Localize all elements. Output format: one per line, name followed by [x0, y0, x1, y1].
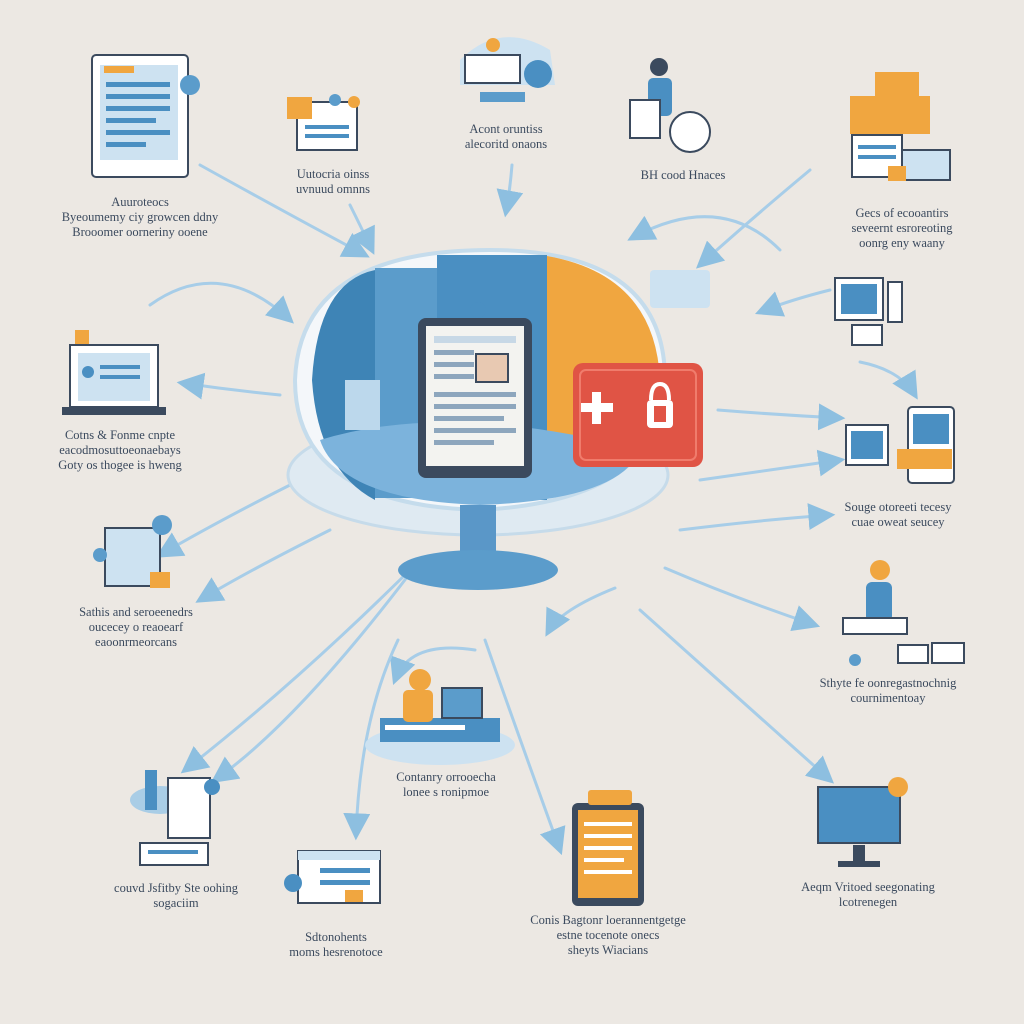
operator-icon [365, 669, 515, 765]
arrow-n11b [389, 646, 477, 686]
arrow-n10 [663, 566, 821, 631]
folder-icon [93, 515, 172, 588]
arrow-n7b [858, 360, 918, 400]
arrow-n8 [716, 403, 846, 431]
node-label-n4: BH cood Hnaces [640, 168, 726, 182]
center-illustration [286, 247, 703, 590]
browser-window-icon [284, 850, 381, 904]
arrow-n1 [198, 163, 370, 258]
connector-arrows [148, 163, 918, 856]
arrow-n8b [698, 449, 846, 482]
arrow-n8c [678, 503, 836, 532]
lab-equipment-icon [130, 770, 220, 866]
arrow-n5 [695, 168, 812, 269]
tablet-icon [418, 302, 532, 478]
arrow-n6b [176, 372, 282, 400]
arrow-n11 [545, 586, 617, 637]
arrow-n6a [148, 281, 294, 324]
document-window-icon [91, 54, 200, 178]
arrow-n9b [195, 528, 332, 603]
arrow-n9 [155, 478, 302, 558]
arrow-n13b [343, 638, 400, 841]
arrow-n13 [210, 558, 422, 784]
desktop-icon [650, 270, 903, 346]
app-panel-icon [287, 94, 360, 151]
arrow-n7 [754, 288, 832, 317]
technician-icon [842, 560, 965, 666]
arrow-n14 [483, 638, 566, 856]
server-stack-icon [850, 72, 951, 181]
phone-icon [572, 790, 644, 906]
arrow-n2 [348, 203, 375, 255]
arrow-n15 [638, 608, 835, 784]
arrow-n12 [180, 558, 422, 774]
person-globe-icon [629, 58, 711, 153]
monitor-gear-icon [817, 777, 908, 867]
arrow-n4 [627, 215, 782, 252]
lock-icon [573, 363, 703, 467]
tablet-chart-icon [845, 406, 955, 484]
arrow-n3 [496, 163, 524, 218]
plus-icon [581, 392, 613, 424]
laptop-icon [62, 330, 166, 415]
worker-desk-icon [460, 37, 555, 102]
